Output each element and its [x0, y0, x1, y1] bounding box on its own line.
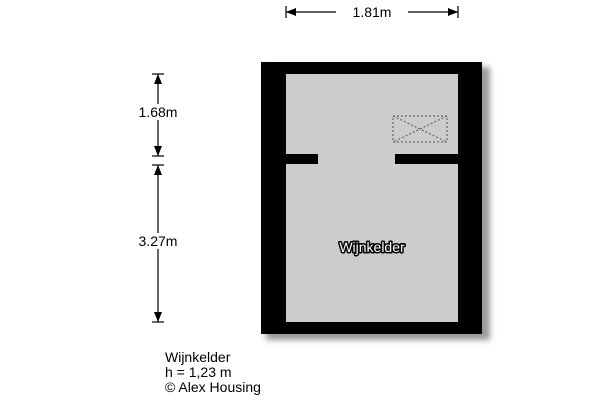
caption-copyright: © Alex Housing: [165, 379, 261, 395]
caption-height: h = 1,23 m: [165, 364, 232, 380]
dimension-width-label: 1.81m: [353, 4, 392, 20]
room-label: Wijnkelder: [339, 239, 405, 255]
partition-wall-left: [286, 154, 318, 164]
plan-caption: Wijnkelder h = 1,23 m © Alex Housing: [165, 350, 261, 395]
room-floor: [286, 74, 458, 322]
partition-wall-right: [395, 154, 458, 164]
floor-hatch-symbol: [392, 115, 448, 143]
caption-room-name: Wijnkelder: [165, 349, 231, 365]
dimension-height-lower-label: 3.27m: [139, 233, 178, 249]
dimension-height-upper-label: 1.68m: [139, 104, 178, 120]
dimension-height-lower: 3.27m: [126, 164, 190, 323]
dimension-height-upper: 1.68m: [126, 73, 190, 157]
dimension-width-top: 1.81m: [285, 4, 459, 20]
